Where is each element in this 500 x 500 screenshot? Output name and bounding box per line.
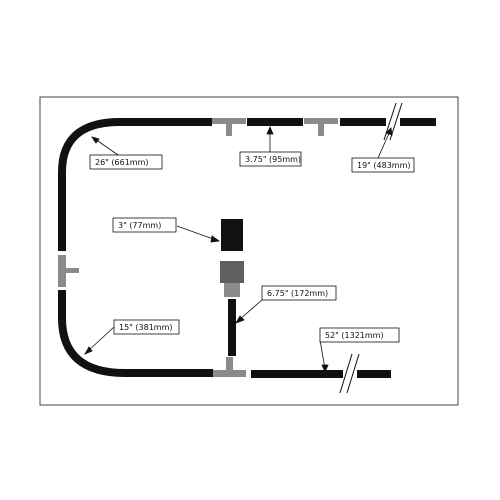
label-bottom-right-text: 52" (1321mm) xyxy=(325,331,384,340)
cap-piece xyxy=(221,219,243,251)
label-short-top: 3.75" (95mm) xyxy=(239,151,302,167)
diagram-frame xyxy=(39,96,459,406)
leader-lines xyxy=(84,125,393,374)
label-bottom-right: 52" (1321mm) xyxy=(319,327,400,343)
tee-fitting-icon xyxy=(58,255,79,287)
break-mark-icon xyxy=(383,102,403,141)
tee-fitting-icon xyxy=(304,118,338,136)
label-cap-piece-text: 3" (77mm) xyxy=(118,221,161,230)
label-short-top-text: 3.75" (95mm) xyxy=(245,155,301,164)
label-bottom-curve-text: 15" (381mm) xyxy=(119,323,173,332)
label-vertical-piece: 6.75" (172mm) xyxy=(261,285,337,301)
label-cap-piece: 3" (77mm) xyxy=(112,217,177,233)
pipe-bottom-right xyxy=(251,370,391,378)
label-bottom-curve: 15" (381mm) xyxy=(113,319,180,335)
tee-fitting-icon xyxy=(212,118,246,136)
break-mark-icon xyxy=(339,353,360,394)
label-top-curve: 26" (661mm) xyxy=(89,154,163,170)
label-top-right: 19" (483mm) xyxy=(351,157,415,173)
label-vertical-piece-text: 6.75" (172mm) xyxy=(267,289,328,298)
pipe-bottom-left-curve xyxy=(58,290,213,377)
tee-fitting-icon xyxy=(213,357,246,377)
coupler-icon xyxy=(220,261,244,297)
pipe-top-left-curve xyxy=(58,118,212,251)
pipe-top-short xyxy=(247,118,303,126)
pipe-vertical xyxy=(228,299,236,356)
label-top-curve-text: 26" (661mm) xyxy=(95,158,149,167)
label-top-right-text: 19" (483mm) xyxy=(357,161,411,170)
